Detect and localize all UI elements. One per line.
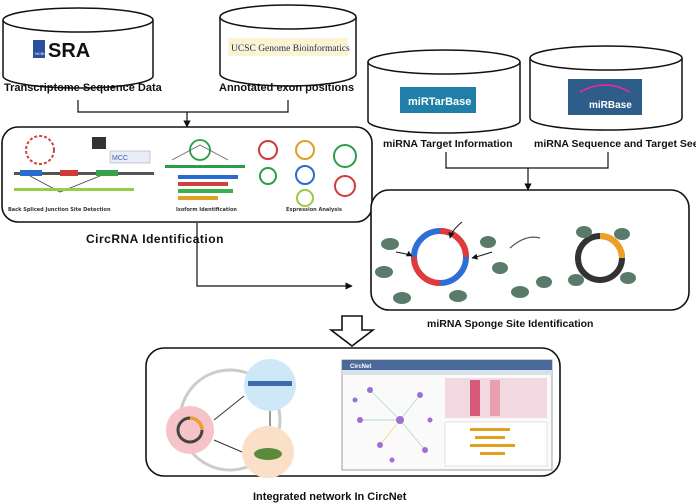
mirna-sponge-panel	[370, 189, 690, 311]
mirtarbase-logo-box	[400, 87, 476, 113]
sra-logo-text: SRA	[48, 40, 90, 62]
arrow-to-sponge-panel	[196, 223, 353, 290]
sra-database: NCBI SRA	[2, 7, 154, 89]
mirtarbase-database: miRTarBase	[367, 49, 521, 134]
ucsc-logo-text: UCSC Genome Bioinformatics	[231, 43, 350, 54]
network-graph	[352, 387, 433, 463]
sra-caption: Transcriptome Sequence Data	[4, 82, 163, 94]
ncbi-logo-icon	[33, 40, 45, 58]
down-arrow-icon	[328, 315, 376, 348]
back-splice-label: Back Spliced Junction Site Detection	[8, 207, 111, 213]
sponge-illustration	[375, 221, 636, 304]
circnet-app-title: CircNet	[350, 364, 371, 370]
mirna-sponge-title: miRNA Sponge Site Identification	[427, 318, 593, 330]
merge-arrow-top-right	[445, 152, 609, 190]
ucsc-logo-box	[228, 38, 348, 56]
svg-text:MCC: MCC	[112, 155, 128, 162]
mirtarbase-caption: miRNA Target Information	[383, 138, 513, 150]
mirbase-database: miRBase	[529, 45, 683, 131]
mirtarbase-logo-text: miRTarBase	[408, 96, 471, 108]
back-splice-illustration: MCC	[14, 135, 154, 193]
merge-arrow-top-left	[77, 100, 289, 127]
circrna-identification-panel	[1, 126, 373, 223]
circnet-screenshot: CircNet	[341, 359, 553, 471]
mirbase-logo-text: miRBase	[589, 100, 632, 111]
network-illustration	[166, 359, 296, 478]
circrna-identification-title: CircRNA Identification	[86, 232, 224, 246]
isoform-illustration	[165, 139, 245, 200]
ncbi-badge: NCBI	[35, 51, 45, 56]
hairpin-icon	[579, 84, 631, 93]
mirbase-caption: miRNA Sequence and Target Seeds	[534, 138, 696, 150]
ucsc-caption: Annotated exon positions	[219, 82, 354, 94]
expression-illustration	[258, 140, 357, 207]
integrated-network-title: Integrated network In CircNet	[253, 491, 407, 503]
expression-label: Expression Analysis	[286, 207, 342, 213]
ucsc-database: UCSC Genome Bioinformatics	[219, 4, 357, 87]
isoform-label: Isoform Identification	[176, 207, 237, 213]
